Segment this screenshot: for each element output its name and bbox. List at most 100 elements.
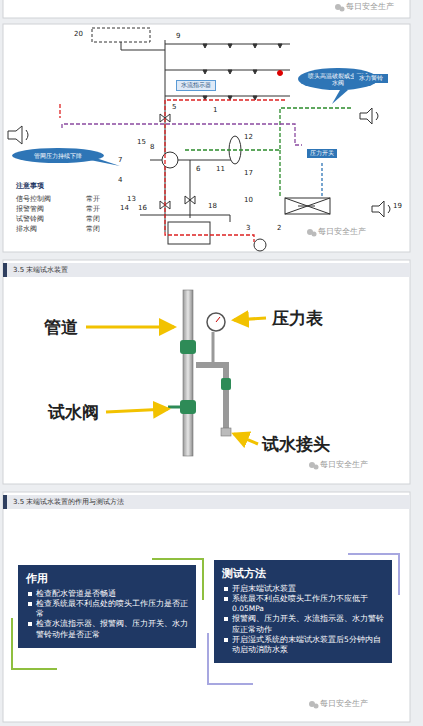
shape xyxy=(332,90,348,104)
shape xyxy=(180,400,196,414)
callout-number: 6 xyxy=(196,166,200,174)
shape xyxy=(92,28,150,42)
device-tag: 水流指示器 xyxy=(176,80,216,91)
shape xyxy=(285,198,330,214)
device-tag: 压力开关 xyxy=(307,149,337,158)
callout-number: 13 xyxy=(127,196,136,204)
part-label: 压力表 xyxy=(272,309,323,328)
watermark: 每日安全生产 xyxy=(320,461,368,470)
watermark: 每日安全生产 xyxy=(346,3,394,12)
shape xyxy=(3,24,410,252)
shape xyxy=(3,260,410,484)
callout-number: 5 xyxy=(172,104,176,112)
shape xyxy=(106,409,168,412)
table-cell: 常开 xyxy=(86,196,100,203)
shape xyxy=(321,163,322,197)
shape xyxy=(62,124,302,145)
callout-number: 17 xyxy=(244,170,253,178)
callout-number: 12 xyxy=(244,134,253,142)
callout-number: 10 xyxy=(244,197,253,205)
table-cell: 信号控制阀 xyxy=(16,196,51,203)
callout-number: 15 xyxy=(137,139,146,147)
node-text: 水力警铃 xyxy=(356,75,386,82)
callout-number: 16 xyxy=(138,205,147,213)
section-header: 3.5 末端试水装置 xyxy=(3,263,410,277)
shape xyxy=(312,232,317,237)
shape xyxy=(216,317,220,322)
device-tag: 水力警铃 xyxy=(354,74,388,83)
shape xyxy=(372,201,384,217)
end-test-device xyxy=(86,290,266,456)
callout-tails xyxy=(80,90,348,166)
table-cell: 常闭 xyxy=(86,216,100,223)
table-cell: 常开 xyxy=(86,206,100,213)
notes-heading: 注意事项 xyxy=(16,183,44,191)
callout-number: 20 xyxy=(74,31,83,39)
shape xyxy=(165,100,285,242)
shape xyxy=(26,130,28,140)
shape xyxy=(207,313,225,331)
callout-number: 14 xyxy=(120,205,129,213)
box-heading: 测试方法 xyxy=(222,566,384,581)
watermark: 每日安全生产 xyxy=(318,228,366,237)
bullet-text: 报警阀、压力开关、水流指示器、水力警铃应正常动作 xyxy=(232,614,384,634)
shape xyxy=(8,126,22,144)
part-label: 管道 xyxy=(44,318,78,337)
shape xyxy=(3,0,410,18)
shape xyxy=(180,340,196,354)
bullet-row: 报警阀、压力开关、水流指示器、水力警铃应正常动作 xyxy=(224,614,384,634)
shape xyxy=(278,71,283,76)
shape xyxy=(121,42,165,50)
info-box: 作用检查配水管道是否畅通检查系统最不利点处的喷头工作压力是否正常检查水流指示器、… xyxy=(18,565,196,648)
shape xyxy=(168,222,210,244)
node-text: 水流指示器 xyxy=(179,82,213,89)
shape xyxy=(203,70,257,74)
shape xyxy=(298,206,315,207)
bullet-square xyxy=(224,587,228,591)
shape xyxy=(285,198,330,214)
shape xyxy=(221,378,231,390)
bullet-row: 开启末端试水装置 xyxy=(224,584,384,594)
callout-number: 7 xyxy=(118,157,122,165)
shape xyxy=(86,326,174,329)
shape xyxy=(254,239,266,251)
bullet-row: 开启湿式系统的末端试水装置后5分钟内自动启动消防水泵 xyxy=(224,635,384,655)
callout-number: 11 xyxy=(216,166,225,174)
callout-number: 9 xyxy=(176,33,180,41)
table-cell: 报警管阀 xyxy=(16,206,44,213)
shape xyxy=(185,160,195,218)
bullet-square xyxy=(224,597,228,601)
shape xyxy=(314,704,319,709)
shape xyxy=(183,290,193,456)
panels xyxy=(3,0,410,722)
bullet-text: 开启湿式系统的末端试水装置后5分钟内自动启动消防水泵 xyxy=(232,635,384,655)
shape xyxy=(221,428,231,436)
shape xyxy=(212,332,215,365)
shape xyxy=(340,7,345,12)
section-header: 3.5 末端试水装置的作用与测试方法 xyxy=(3,495,410,509)
shape xyxy=(3,492,410,722)
table-cell: 试警铃阀 xyxy=(16,216,44,223)
info-box: 测试方法开启末端试水装置系统最不利点处喷头工作压力不应低于0.05MPa报警阀、… xyxy=(214,560,392,663)
shape xyxy=(100,86,290,160)
bullet-row: 检查配水管道是否畅通 xyxy=(28,589,188,599)
table-cell: 排水阀 xyxy=(16,226,37,233)
callout-number: 8 xyxy=(150,144,154,152)
shape xyxy=(234,434,258,444)
callout-number: 4 xyxy=(118,177,122,185)
bullet-row: 检查水流指示器、报警阀、压力开关、水力警铃动作是否正常 xyxy=(28,619,188,639)
callout-number: 18 xyxy=(208,203,217,211)
shape xyxy=(140,215,230,222)
shape xyxy=(388,205,390,213)
shape xyxy=(203,44,282,48)
bullet-square xyxy=(28,592,32,596)
bullet-text: 开启末端试水装置 xyxy=(232,584,296,594)
node-text: 3.5 末端试水装置 xyxy=(13,266,404,274)
flow-lines xyxy=(60,86,352,242)
shape xyxy=(59,104,60,118)
watermark: 每日安全生产 xyxy=(320,700,368,709)
shape xyxy=(196,365,226,432)
bullet-square xyxy=(28,622,32,626)
bullet-square xyxy=(28,602,32,606)
callout-number: 2 xyxy=(277,225,281,233)
